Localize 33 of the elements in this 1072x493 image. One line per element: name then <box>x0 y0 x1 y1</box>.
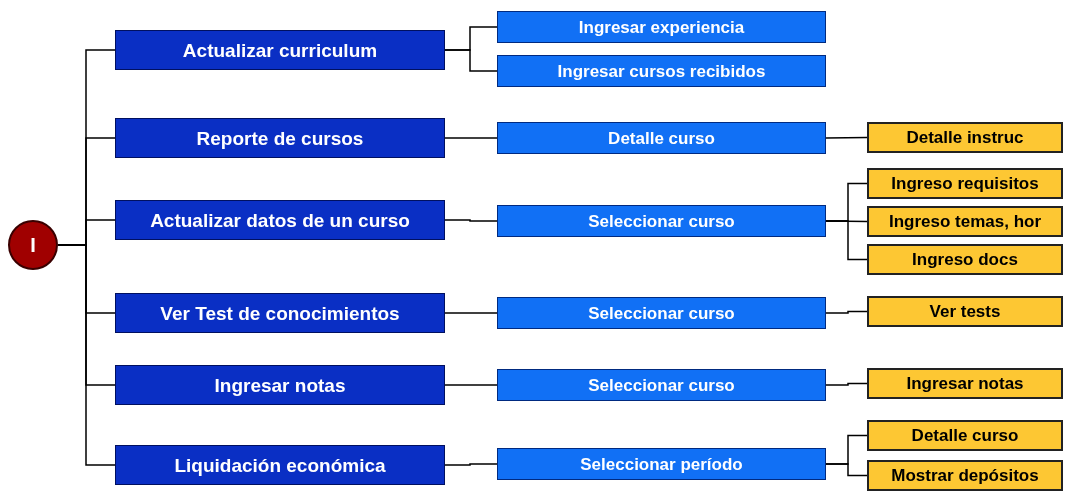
process-box: Seleccionar período <box>497 448 826 480</box>
process-box: Ingresar notas <box>115 365 445 405</box>
process-box: Ingreso requisitos <box>867 168 1063 199</box>
connector-line <box>57 244 116 466</box>
process-box: Ingresar notas <box>867 368 1063 399</box>
process-box: Ver tests <box>867 296 1063 327</box>
process-box: Ver Test de conocimientos <box>115 293 445 333</box>
connector-line <box>444 137 498 139</box>
process-box: Seleccionar curso <box>497 205 826 237</box>
process-box: Detalle instruc <box>867 122 1063 153</box>
process-box: Ingreso docs <box>867 244 1063 275</box>
process-box: Reporte de cursos <box>115 118 445 158</box>
connector-line <box>444 463 498 466</box>
process-box: Ingresar cursos recibidos <box>497 55 826 87</box>
connector-line <box>444 219 498 222</box>
process-box: Ingresar experiencia <box>497 11 826 43</box>
connector-line <box>825 463 868 477</box>
process-box: Detalle curso <box>497 122 826 154</box>
connector-line <box>825 220 868 261</box>
process-box: Liquidación económica <box>115 445 445 485</box>
process-box: Seleccionar curso <box>497 369 826 401</box>
connector-line <box>444 312 498 314</box>
connector-line <box>825 382 868 386</box>
connector-line <box>444 49 498 72</box>
process-box: Detalle curso <box>867 420 1063 451</box>
process-box: Actualizar curriculum <box>115 30 445 70</box>
process-box: Seleccionar curso <box>497 297 826 329</box>
connector-line <box>825 136 868 139</box>
process-box: Actualizar datos de un curso <box>115 200 445 240</box>
connector-line <box>444 384 498 386</box>
process-box: Ingreso temas, hor <box>867 206 1063 237</box>
process-box: Mostrar depósitos <box>867 460 1063 491</box>
connector-line <box>825 310 868 314</box>
